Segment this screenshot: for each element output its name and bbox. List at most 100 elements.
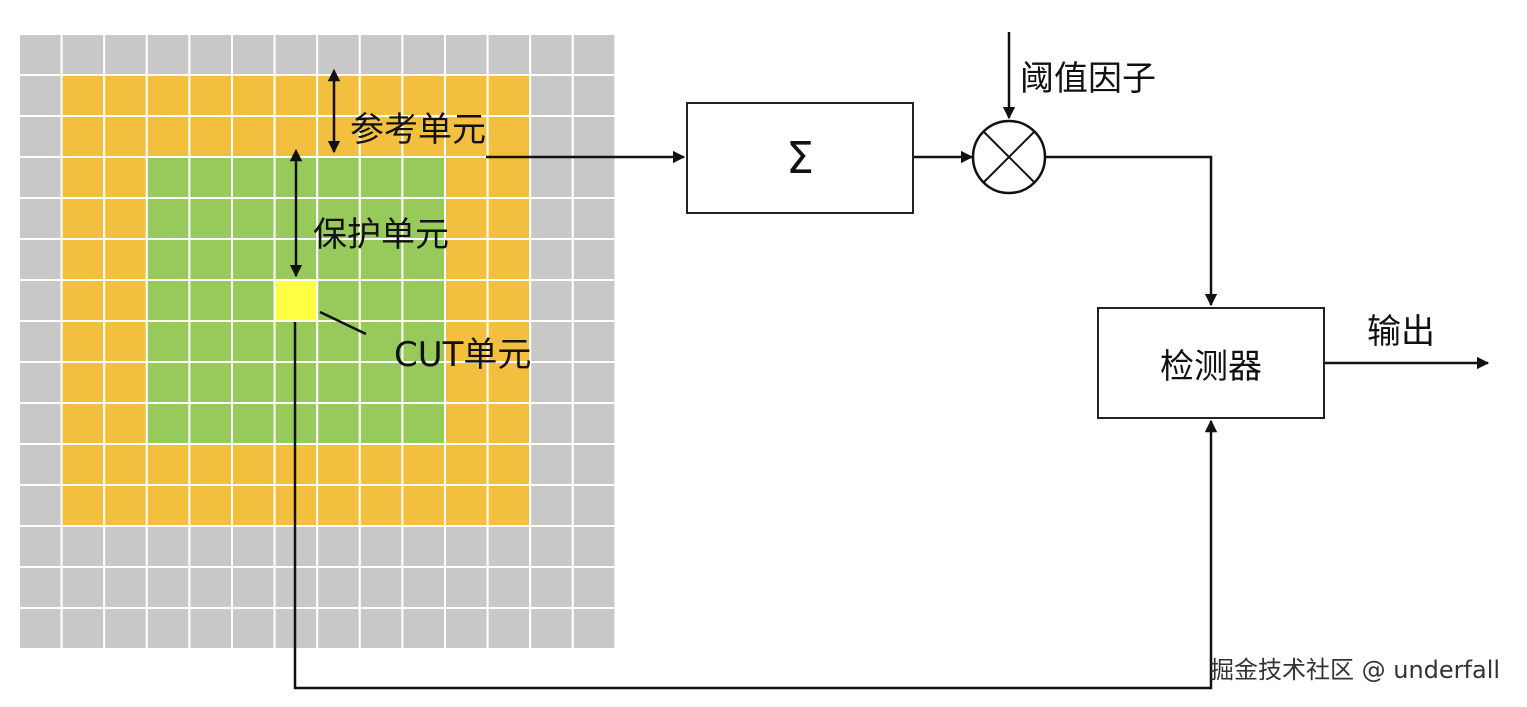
reference-cell	[401, 443, 446, 486]
outer-cell	[273, 33, 319, 76]
outer-cell	[571, 197, 617, 240]
reference-cell	[358, 74, 404, 117]
outer-cell	[60, 607, 106, 650]
guard-cell	[401, 156, 446, 199]
reference-cell	[401, 484, 446, 527]
outer-cell	[571, 238, 617, 281]
reference-cell	[60, 115, 106, 158]
outer-cell	[18, 33, 63, 76]
multiplier-symbol	[971, 119, 1047, 195]
guard-cell	[145, 197, 191, 240]
outer-cell	[529, 443, 574, 486]
outer-cell	[529, 607, 574, 650]
outer-cell	[486, 607, 532, 650]
reference-cell	[486, 279, 532, 322]
reference-cell	[145, 443, 191, 486]
outer-cell	[18, 279, 63, 322]
outer-cell	[571, 402, 617, 445]
outer-cell	[529, 279, 574, 322]
outer-cell	[103, 33, 148, 76]
cut-cell	[273, 279, 319, 322]
reference-cell	[60, 402, 106, 445]
outer-cell	[401, 525, 446, 568]
reference-cell	[486, 320, 532, 363]
guard-cell	[231, 238, 276, 281]
outer-cell	[401, 566, 446, 609]
outer-cell	[444, 566, 489, 609]
guard-cell	[358, 402, 404, 445]
outer-cell	[231, 566, 276, 609]
cut-pointer-line	[319, 310, 367, 336]
outer-cell	[18, 402, 63, 445]
guard-cell	[145, 279, 191, 322]
reference-cell	[486, 115, 532, 158]
outer-cell	[358, 607, 404, 650]
reference-cell	[103, 443, 148, 486]
reference-cell	[103, 156, 148, 199]
outer-cell	[316, 607, 361, 650]
outer-cell	[18, 115, 63, 158]
outer-cell	[316, 33, 361, 76]
guard-cell	[231, 279, 276, 322]
reference-cell	[486, 484, 532, 527]
outer-cell	[231, 607, 276, 650]
guard-cell	[145, 320, 191, 363]
outer-cell	[103, 525, 148, 568]
reference-cell	[60, 443, 106, 486]
reference-cell	[60, 74, 106, 117]
outer-cell	[18, 566, 63, 609]
guard-cell	[316, 156, 361, 199]
reference-cell	[188, 443, 233, 486]
outer-cell	[444, 607, 489, 650]
reference-cell	[486, 197, 532, 240]
reference-cell	[231, 74, 276, 117]
reference-cell	[188, 484, 233, 527]
reference-cell	[358, 115, 404, 158]
outer-cell	[358, 525, 404, 568]
outer-cell	[60, 525, 106, 568]
watermark: 掘金技术社区 @ underfall	[1210, 656, 1501, 684]
outer-cell	[571, 115, 617, 158]
guard-cell	[358, 279, 404, 322]
outer-cell	[145, 566, 191, 609]
guard-cell	[231, 402, 276, 445]
reference-cell	[444, 402, 489, 445]
guard-cell	[145, 156, 191, 199]
outer-cell	[571, 279, 617, 322]
outer-cell	[571, 320, 617, 363]
reference-cell	[444, 443, 489, 486]
sum-block: Σ	[686, 102, 914, 214]
outer-cell	[529, 320, 574, 363]
guard-cell	[358, 361, 404, 404]
guard-cell	[358, 156, 404, 199]
outer-cell	[18, 238, 63, 281]
outer-cell	[316, 525, 361, 568]
reference-cell	[188, 115, 233, 158]
guard-cell	[401, 197, 446, 240]
guard-cell	[401, 320, 446, 363]
reference-cell	[486, 156, 532, 199]
guard-cell	[188, 320, 233, 363]
guard-cell	[145, 238, 191, 281]
outer-cell	[188, 566, 233, 609]
reference-cell	[60, 279, 106, 322]
outer-cell	[571, 607, 617, 650]
outer-cell	[18, 607, 63, 650]
outer-cell	[529, 74, 574, 117]
reference-cell	[103, 197, 148, 240]
outer-cell	[145, 33, 191, 76]
outer-cell	[444, 33, 489, 76]
guard-cell	[188, 238, 233, 281]
reference-cell	[60, 238, 106, 281]
outer-cell	[231, 33, 276, 76]
sum-symbol: Σ	[786, 132, 814, 184]
reference-cell	[145, 484, 191, 527]
outer-cell	[18, 443, 63, 486]
reference-cell	[60, 361, 106, 404]
outer-cell	[358, 566, 404, 609]
guard-cell	[188, 156, 233, 199]
outer-cell	[145, 607, 191, 650]
outer-cell	[571, 74, 617, 117]
outer-cell	[18, 525, 63, 568]
